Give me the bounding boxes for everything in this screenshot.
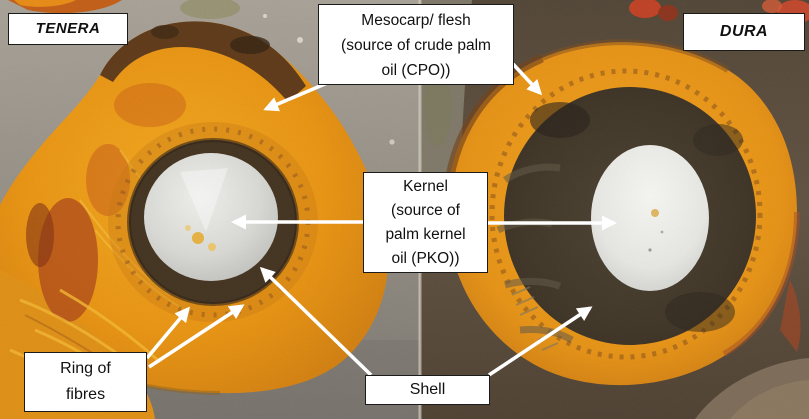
arrow-mesocarp-to-dura-icon (511, 62, 543, 96)
shell-label: Shell (365, 375, 490, 405)
kernel-label-line: palm kernel (385, 226, 466, 243)
kernel-label-line: Kernel (403, 178, 448, 195)
kernel-label: Kernel (source of palm kernel oil (PKO)) (363, 172, 488, 273)
mesocarp-label-line: oil (CPO)) (381, 62, 451, 79)
kernel-label-line: oil (PKO)) (391, 250, 460, 267)
variety-label-dura: DURA (683, 13, 805, 51)
mesocarp-label-line: (source of crude palm (341, 37, 491, 54)
variety-label-tenera: TENERA (8, 13, 128, 45)
ring-of-fibres-label-line: fibres (65, 386, 106, 403)
arrow-ring-of-fibres-2-icon (148, 304, 245, 369)
arrow-shell-to-tenera-icon (259, 266, 373, 377)
arrow-ring-of-fibres-1-icon (145, 306, 190, 360)
arrow-mesocarp-to-tenera-icon (263, 79, 333, 112)
ring-of-fibres-label: Ring of fibres (24, 352, 147, 412)
mesocarp-label-line: Mesocarp/ flesh (361, 12, 471, 29)
ring-of-fibres-label-line: Ring of (60, 360, 111, 377)
mesocarp-label: Mesocarp/ flesh (source of crude palm oi… (318, 4, 514, 85)
arrow-shell-to-dura-icon (488, 306, 593, 377)
kernel-label-line: (source of (391, 202, 460, 219)
